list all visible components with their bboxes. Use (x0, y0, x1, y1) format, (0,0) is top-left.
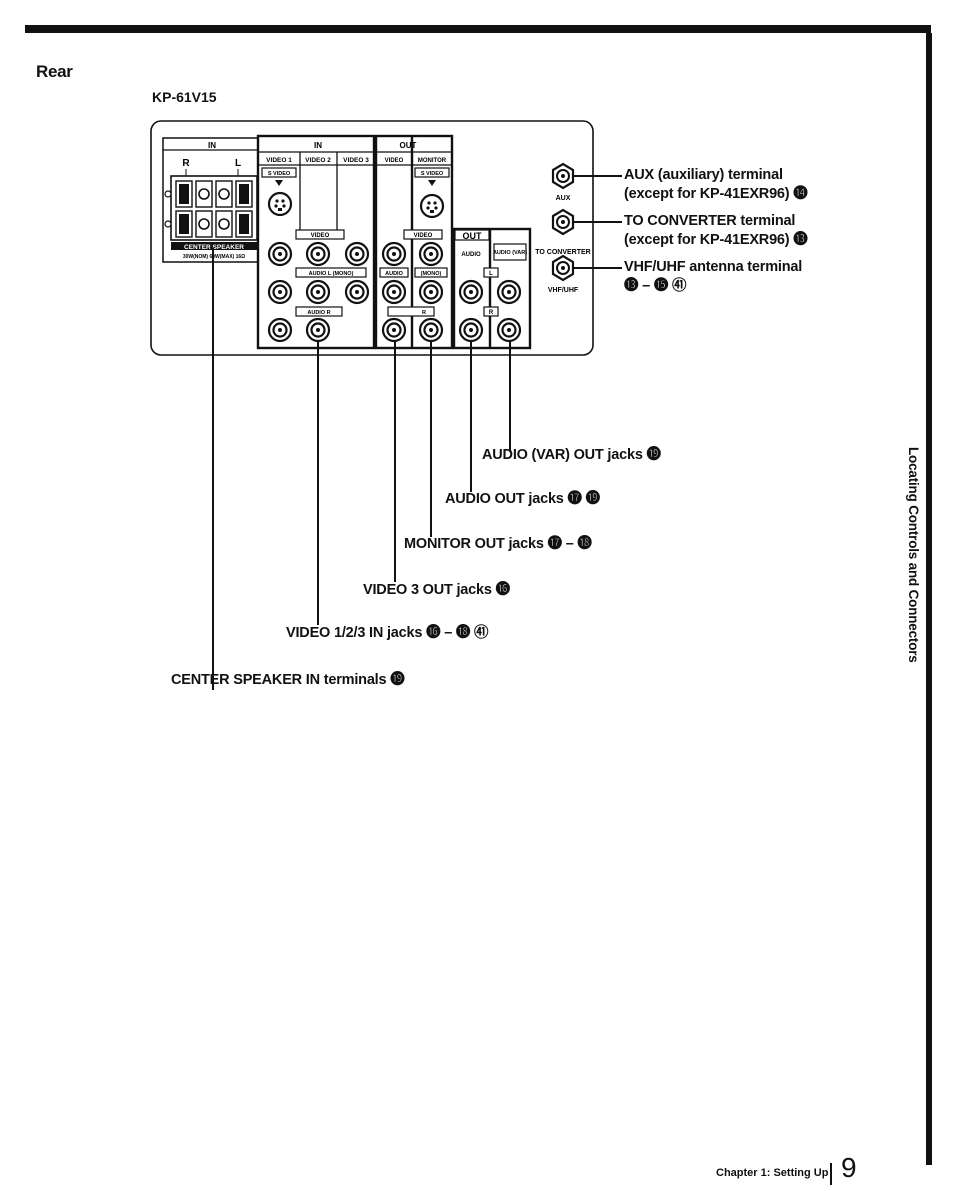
audio-var-out-l-jack (496, 279, 522, 305)
leader-lines (212, 175, 622, 690)
antenna-terminals: AUX TO CONVERTER VHF/UHF (535, 162, 591, 294)
label-out: OUT (400, 141, 417, 150)
label-aux: AUX (556, 195, 571, 202)
sidebar-section-title: Locating Controls and Connectors (906, 447, 921, 663)
label-l: L (235, 158, 241, 169)
label-video-out-2: VIDEO (414, 233, 433, 239)
callout-conv-line1: TO CONVERTER terminal (624, 213, 796, 229)
callout-aux: AUX (auxiliary) terminal (except for KP-… (624, 166, 808, 204)
video1-audio-l-jack (267, 279, 293, 305)
audio-out-block: OUT AUDIO AUDIO (VAR) L R (452, 227, 532, 350)
callout-video-in-text: VIDEO 1/2/3 IN jacks (286, 625, 423, 641)
top-rule (25, 25, 931, 33)
callout-audio-out-text: AUDIO OUT jacks (445, 491, 564, 507)
label-l-out: L (489, 271, 493, 277)
ref-badge-center-speaker-in: ⓳ (390, 672, 405, 688)
label-s-video: S VIDEO (268, 171, 291, 177)
label-audio-l-mono: AUDIO L (MONO) (309, 271, 354, 277)
footer-separator (830, 1163, 832, 1185)
audio-out-l-jack (458, 279, 484, 305)
section-heading: Rear (36, 62, 73, 81)
label-vhf-uhf: VHF/UHF (548, 287, 579, 294)
video3-audio-l-jack (344, 279, 370, 305)
video1-video-jack (267, 241, 293, 267)
label-s-video-out: S VIDEO (421, 171, 444, 177)
label-audio-var: AUDIO (VAR) (493, 250, 527, 256)
label-monitor: MONITOR (418, 158, 447, 164)
callout-audio-out: AUDIO OUT jacks ⓱ ⓳ (445, 490, 600, 509)
callout-vhf-uhf: VHF/UHF antenna terminal ⓭ – ⓯ ㊶ (624, 258, 802, 296)
audio-var-out-r-jack (496, 317, 522, 343)
video2-audio-l-jack (305, 279, 331, 305)
center-speaker-block: IN R L CENTER SPEAKER 30W(NOM) 60W(MAX) … (162, 137, 260, 263)
video3-out-audio-l-jack (381, 279, 407, 305)
vhf-uhf-terminal-icon (551, 254, 575, 282)
label-in-left: IN (208, 141, 216, 150)
callout-vhf-line1: VHF/UHF antenna terminal (624, 259, 803, 275)
ref-badges-vhf: ⓭ – ⓯ ㊶ (624, 278, 687, 294)
label-video: VIDEO (311, 233, 330, 239)
monitor-out-audio-r-jack (418, 317, 444, 343)
callout-aux-line1: AUX (auxiliary) terminal (624, 167, 783, 183)
label-r-out: R (422, 310, 426, 316)
label-audio-fixed: AUDIO (461, 252, 481, 258)
ref-badge-conv: ⓭ (793, 232, 808, 248)
ref-badges-video-in: ⓰ – ⓲ ㊶ (426, 625, 489, 641)
video3-out-audio-r-jack (381, 317, 407, 343)
label-video-out: VIDEO (385, 158, 404, 164)
video3-out-video-jack (381, 241, 407, 267)
callout-to-converter: TO CONVERTER terminal (except for KP-41E… (624, 212, 808, 250)
callout-video3-out: VIDEO 3 OUT jacks ⓰ (363, 581, 510, 600)
out-block: OUT VIDEO MONITOR S VIDEO VIDEO AUDIO (M… (374, 134, 454, 350)
label-audio-out-small: AUDIO (385, 271, 403, 277)
callout-audio-var-out-text: AUDIO (VAR) OUT jacks (482, 447, 643, 463)
monitor-out-video-jack (418, 241, 444, 267)
converter-terminal-icon (551, 208, 575, 236)
label-video2: VIDEO 2 (305, 157, 331, 164)
label-to-converter: TO CONVERTER (535, 249, 591, 256)
label-r-out2: R (489, 310, 494, 316)
right-edge-rule (926, 33, 932, 1165)
page-number: 9 (841, 1152, 857, 1183)
ref-badge-aux: ⓮ (793, 186, 808, 202)
video1-audio-r-jack (267, 317, 293, 343)
callout-center-speaker-in-text: CENTER SPEAKER IN terminals (171, 672, 387, 688)
svideo-in-jack (267, 191, 293, 217)
model-heading: KP-61V15 (152, 89, 217, 105)
svideo-out-jack (419, 193, 445, 219)
label-audio-r: AUDIO R (307, 310, 330, 316)
ref-badges-monitor-out: ⓱ – ⓲ (547, 536, 592, 552)
callout-audio-var-out: AUDIO (VAR) OUT jacks ⓳ (482, 446, 661, 465)
callout-center-speaker-in: CENTER SPEAKER IN terminals ⓳ (171, 671, 405, 690)
video3-video-jack (344, 241, 370, 267)
callout-video-in: VIDEO 1/2/3 IN jacks ⓰ – ⓲ ㊶ (286, 624, 489, 643)
aux-terminal-icon (551, 162, 575, 190)
callout-monitor-out: MONITOR OUT jacks ⓱ – ⓲ (404, 535, 592, 554)
callout-conv-line2: (except for KP-41EXR96) (624, 232, 790, 248)
label-center-speaker: CENTER SPEAKER (184, 244, 244, 251)
ref-badges-audio-out: ⓱ ⓳ (567, 491, 601, 507)
video-in-block: IN VIDEO 1 VIDEO 2 VIDEO 3 S VIDEO VIDEO… (256, 134, 376, 350)
monitor-out-audio-l-jack (418, 279, 444, 305)
label-video3: VIDEO 3 (343, 157, 369, 164)
callout-monitor-out-text: MONITOR OUT jacks (404, 536, 544, 552)
footer-chapter: Chapter 1: Setting Up (716, 1167, 829, 1179)
ref-badge-video3-out: ⓰ (495, 582, 511, 598)
video2-audio-r-jack (305, 317, 331, 343)
label-video1: VIDEO 1 (266, 157, 292, 164)
ref-badge-audio-var-out: ⓳ (646, 447, 662, 463)
label-mono: (MONO) (421, 271, 442, 277)
video2-video-jack (305, 241, 331, 267)
callout-video3-out-text: VIDEO 3 OUT jacks (363, 582, 492, 598)
label-out2: OUT (463, 231, 483, 241)
label-r: R (182, 158, 190, 169)
audio-out-r-jack (458, 317, 484, 343)
callout-aux-line2: (except for KP-41EXR96) (624, 186, 790, 202)
label-in-main: IN (314, 141, 322, 150)
